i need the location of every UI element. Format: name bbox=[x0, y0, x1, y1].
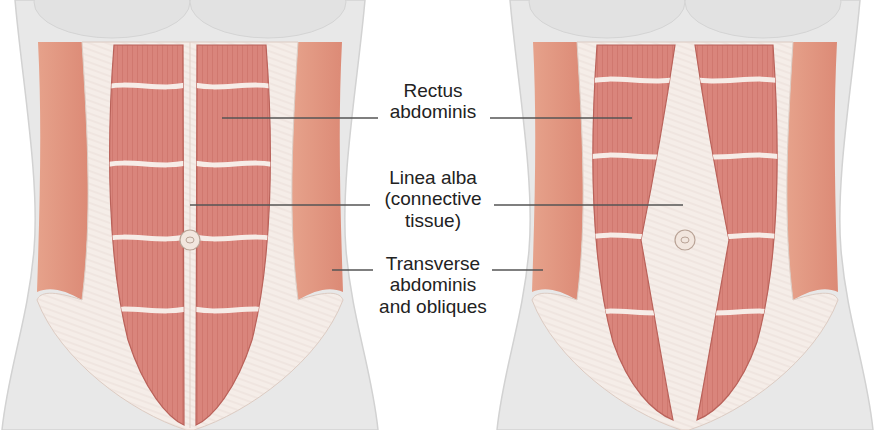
leader-line bbox=[490, 117, 632, 118]
leader-line bbox=[190, 204, 370, 205]
part-label: Linea alba (connective tissue) bbox=[377, 167, 489, 231]
leader-line bbox=[222, 117, 378, 118]
normal-abdomen-figure bbox=[2, 0, 378, 430]
separated-abdomen-figure bbox=[497, 0, 873, 430]
leader-line bbox=[492, 269, 543, 270]
part-label: Rectus abdominis bbox=[377, 80, 489, 123]
leader-line bbox=[332, 269, 373, 270]
leader-line bbox=[494, 204, 683, 205]
leader-lines bbox=[190, 118, 683, 270]
part-label: Transverse abdominis and obliques bbox=[377, 253, 489, 317]
